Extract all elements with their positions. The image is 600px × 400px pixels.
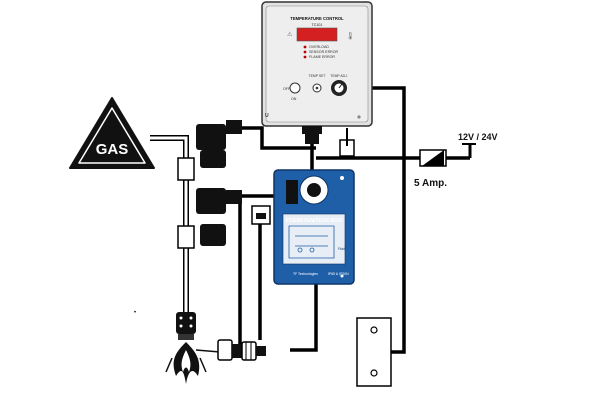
wire-controller-sensor (372, 86, 406, 354)
fuse-symbol (419, 149, 447, 167)
ignition-box-maker: TF Technologies (293, 272, 318, 276)
flame-icon (165, 342, 207, 384)
wire-box-valve-2 (240, 126, 316, 150)
gas-warning-sign: GAS (69, 97, 155, 169)
led-sensor-error (303, 50, 307, 54)
ignition-box: FCE60 IGNITION BOX TF Technologies IP65 … (273, 169, 355, 285)
gas-label: GAS (96, 141, 129, 158)
controller-title: TEMPERATURE CONTROL (290, 16, 344, 21)
pipe-fitting-top (177, 157, 195, 181)
thermometer-icon: 🌡 (346, 32, 355, 40)
wire-box-electrode (290, 282, 318, 352)
fuse-rating-label: 5 Amp. (414, 178, 447, 189)
supply-voltage-label: 12V / 24V (458, 132, 498, 142)
ignition-box-rating: IP65 & IP20N (328, 272, 349, 276)
supply-terminal (462, 143, 476, 158)
stray-dot: • (134, 310, 136, 316)
ignition-box-title: FCE60 IGNITION BOX (286, 218, 343, 224)
gas-burner-nozzle (176, 312, 196, 340)
ignition-electrode (195, 339, 266, 361)
solenoid-valve-upper (196, 120, 242, 168)
solenoid-valve-lower (196, 188, 242, 246)
power-switch[interactable] (289, 82, 301, 94)
cable-gland (302, 126, 322, 144)
controller-model: TC101 (312, 23, 323, 27)
warning-icon: ⚠ (287, 31, 293, 38)
led-flame-error (303, 55, 307, 59)
ignition-box-panel (282, 213, 346, 265)
led-label-sensor: SENSOR ERROR (309, 50, 339, 54)
terminal-block-right (339, 128, 355, 157)
temperature-display (296, 27, 338, 42)
led-label-overload: OVERLOAD (309, 45, 329, 49)
wiring (238, 86, 470, 354)
off-label: OFF (283, 87, 291, 91)
led-overload (303, 45, 307, 49)
brand-logo: U (265, 113, 269, 119)
led-label-flame: FLAME ERROR (309, 55, 335, 59)
terminal-block-left (251, 205, 271, 225)
output-label: Fluid (338, 247, 345, 251)
gas-pipe (150, 135, 195, 312)
temp-set-label: TEMP SET (309, 74, 326, 78)
on-label: ON (291, 97, 297, 101)
temperature-controller: TEMPERATURE CONTROL TC101 ⚠ 🌡 OVERLOAD S… (261, 1, 373, 127)
pipe-fitting-bottom (177, 225, 195, 249)
temp-adj-label: TEMP ADJ. (330, 74, 348, 78)
temperature-sensor-plate (356, 317, 392, 387)
